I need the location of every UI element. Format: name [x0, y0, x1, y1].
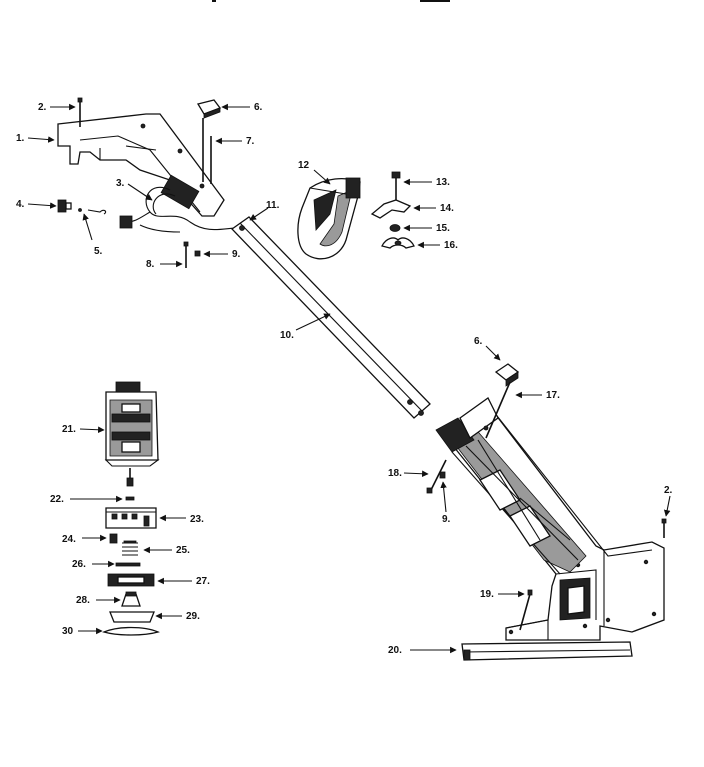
- callout-22: 22.: [50, 494, 64, 505]
- cap-part-28: [121, 591, 141, 607]
- callout-28: 28.: [76, 595, 90, 606]
- callout-19: 19.: [480, 589, 494, 600]
- leader-arrows: [27, 103, 671, 654]
- callout-24: 24.: [62, 534, 76, 545]
- screw-top-part: [77, 97, 83, 127]
- spring-part-25: [122, 540, 138, 556]
- long-bolt-part: [202, 118, 212, 184]
- nut-part-9b: [439, 471, 446, 479]
- callout-10: 10.: [280, 330, 294, 341]
- callout-21: 21.: [62, 424, 76, 435]
- callout-26: 26.: [72, 559, 86, 570]
- screw-part-8: [183, 241, 189, 268]
- callout-8: 8.: [146, 259, 155, 270]
- screw-part-2b: [661, 518, 667, 538]
- callout-9-top: 9.: [232, 249, 241, 260]
- callout-11: 11.: [266, 200, 280, 211]
- callout-5: 5.: [94, 246, 103, 257]
- callout-7: 7.: [246, 136, 255, 147]
- callout-16: 16.: [444, 240, 458, 251]
- bolt-part-17: [485, 381, 511, 439]
- clip-part-24: [109, 533, 118, 544]
- callout-13: 13.: [436, 177, 450, 188]
- callout-6-top: 6.: [254, 102, 263, 113]
- clip-part: [78, 208, 107, 215]
- motor-part-21: [104, 381, 160, 487]
- bushing-part: [57, 199, 72, 213]
- main-shaft-part: [231, 216, 431, 419]
- knob-part-6b: [494, 363, 520, 387]
- bolt-part-13: [391, 171, 401, 200]
- upper-housing-part: [57, 113, 225, 217]
- wiring-switch-part: [119, 174, 246, 233]
- callout-3: 3.: [116, 178, 125, 189]
- wingnut-part-16: [381, 237, 415, 249]
- callout-9-bottom: 9.: [442, 514, 451, 525]
- callout-15: 15.: [436, 223, 450, 234]
- spool-housing-part-23: [105, 507, 157, 529]
- callout-27: 27.: [196, 576, 210, 587]
- callout-2-bottom: 2.: [664, 485, 673, 496]
- washer-part-26: [115, 562, 141, 567]
- callout-12: 12: [298, 160, 310, 171]
- callout-23: 23.: [190, 514, 204, 525]
- screw-part-19: [519, 589, 533, 631]
- callout-17: 17.: [546, 390, 560, 401]
- callout-6-bottom: 6.: [474, 336, 483, 347]
- disc-part-29: [109, 611, 155, 623]
- screw-part-18: [426, 459, 447, 494]
- callout-25: 25.: [176, 545, 190, 556]
- callout-4: 4.: [16, 199, 25, 210]
- lower-housing-part: [435, 397, 665, 641]
- nut-part-9: [194, 250, 201, 257]
- callout-20: 20.: [388, 645, 402, 656]
- clamp-part-14: [370, 199, 412, 219]
- washer-part-22: [125, 496, 135, 501]
- callout-29: 29.: [186, 611, 200, 622]
- base-plate-part-20: [461, 641, 633, 661]
- top-edge-marks: [212, 0, 450, 2]
- handle-part: [297, 177, 361, 260]
- callout-2-top: 2.: [38, 102, 47, 113]
- cover-part-30: [102, 626, 160, 636]
- spool-part-27: [107, 573, 155, 587]
- callout-14: 14.: [440, 203, 454, 214]
- callout-labels: 1. 2. 3. 4. 5. 6. 7. 8. 9. 10. 11. 12 13…: [16, 102, 673, 656]
- knob-top-part: [196, 99, 222, 119]
- washer-part-15: [389, 224, 401, 232]
- callout-18: 18.: [388, 468, 402, 479]
- callout-1: 1.: [16, 133, 25, 144]
- callout-30: 30: [62, 626, 74, 637]
